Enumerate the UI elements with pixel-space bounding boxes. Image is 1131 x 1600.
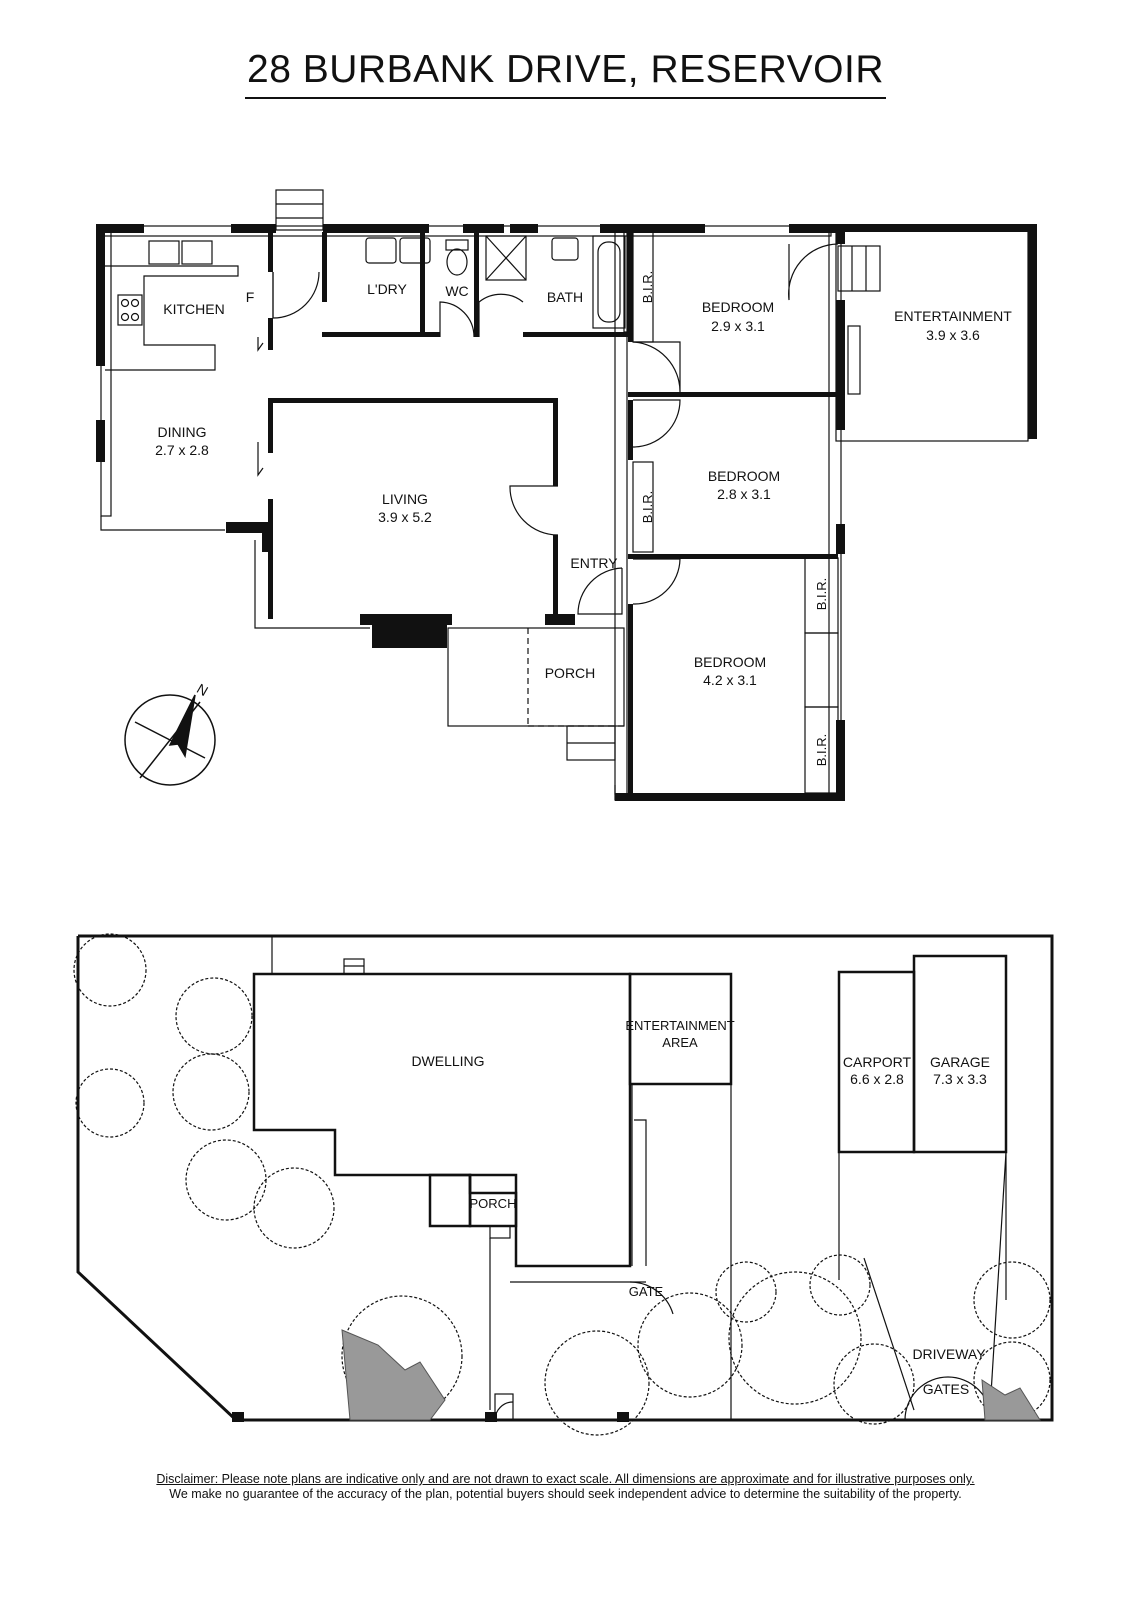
bedroom3-name: BEDROOM: [694, 654, 766, 670]
tree-icon: [637, 1292, 743, 1398]
site-plan: [73, 933, 1054, 1436]
floor-plan-labels: KITCHEN F L'DRY WC BATH B.I.R. BEDROOM 2…: [155, 271, 1012, 767]
wc-label: WC: [445, 283, 468, 299]
plan-title: 28 BURBANK DRIVE, RESERVOIR: [0, 48, 1131, 99]
tree-icon: [833, 1343, 915, 1425]
bedroom1-size: 2.9 x 3.1: [711, 318, 765, 334]
carport-size: 6.6 x 2.8: [850, 1071, 904, 1087]
tree-icon: [175, 977, 253, 1055]
porch-label: PORCH: [545, 665, 596, 681]
window-lines: [100, 225, 1029, 801]
site-porch-label: PORCH: [470, 1196, 517, 1211]
internal-walls: [268, 232, 838, 794]
tree-icon: [973, 1341, 1051, 1419]
kitchen-fittings: [105, 240, 239, 371]
kitchen-label: KITCHEN: [163, 301, 224, 317]
floor-plan: [96, 189, 1037, 801]
tree-icon: [75, 1068, 145, 1138]
gate-label: GATE: [629, 1284, 664, 1299]
disclaimer-line-1: Disclaimer: Please note plans are indica…: [156, 1472, 975, 1486]
site-boundary: [76, 934, 1054, 1422]
compass-north-label: N: [194, 680, 211, 699]
tree-icon: [809, 1254, 871, 1316]
plan-title-text: 28 BURBANK DRIVE, RESERVOIR: [245, 48, 886, 99]
driveway-label: DRIVEWAY: [912, 1346, 986, 1362]
bir-label-3: B.I.R.: [814, 578, 829, 611]
tree-icon: [73, 933, 147, 1007]
tree-icon: [973, 1261, 1051, 1339]
site-thin-lines: [271, 936, 1008, 1421]
tree-canopies: [73, 933, 1051, 1436]
exterior-fittings: [257, 189, 881, 761]
compass-icon: [124, 694, 216, 786]
dwelling-label: DWELLING: [411, 1053, 484, 1069]
bedroom2-size: 2.8 x 3.1: [717, 486, 771, 502]
bir-label-2: B.I.R.: [640, 491, 655, 524]
gates-label: GATES: [923, 1381, 969, 1397]
bir-label-4: B.I.R.: [814, 734, 829, 767]
tree-icon: [728, 1271, 862, 1405]
fridge-label: F: [246, 289, 255, 305]
garage-name: GARAGE: [930, 1054, 990, 1070]
dining-name: DINING: [158, 424, 207, 440]
entertainment-size: 3.9 x 3.6: [926, 327, 980, 343]
carport-name: CARPORT: [843, 1054, 912, 1070]
tree-icon: [172, 1053, 250, 1131]
tree-icon: [341, 1295, 463, 1417]
living-size: 3.9 x 5.2: [378, 509, 432, 525]
entertainment-area-label-2: AREA: [662, 1035, 698, 1050]
tree-icon: [715, 1261, 777, 1323]
garage-size: 7.3 x 3.3: [933, 1071, 987, 1087]
living-name: LIVING: [382, 491, 428, 507]
bir-label-1: B.I.R.: [640, 271, 655, 304]
wet-area-fittings: [365, 231, 839, 794]
door-swings: [272, 243, 839, 615]
entertainment-name: ENTERTAINMENT: [894, 308, 1012, 324]
entry-label: ENTRY: [570, 555, 618, 571]
bedroom2-name: BEDROOM: [708, 468, 780, 484]
tree-icon: [544, 1330, 650, 1436]
laundry-label: L'DRY: [367, 281, 407, 297]
disclaimer-line-2: We make no guarantee of the accuracy of …: [169, 1487, 962, 1501]
dining-size: 2.7 x 2.8: [155, 442, 209, 458]
tree-icon: [253, 1167, 335, 1249]
site-plan-labels: DWELLING ENTERTAINMENT AREA PORCH CARPOR…: [411, 1018, 990, 1397]
bedroom1-name: BEDROOM: [702, 299, 774, 315]
bedroom3-size: 4.2 x 3.1: [703, 672, 757, 688]
entertainment-area-label-1: ENTERTAINMENT: [625, 1018, 734, 1033]
bath-label: BATH: [547, 289, 583, 305]
exterior-walls: [96, 224, 1037, 801]
